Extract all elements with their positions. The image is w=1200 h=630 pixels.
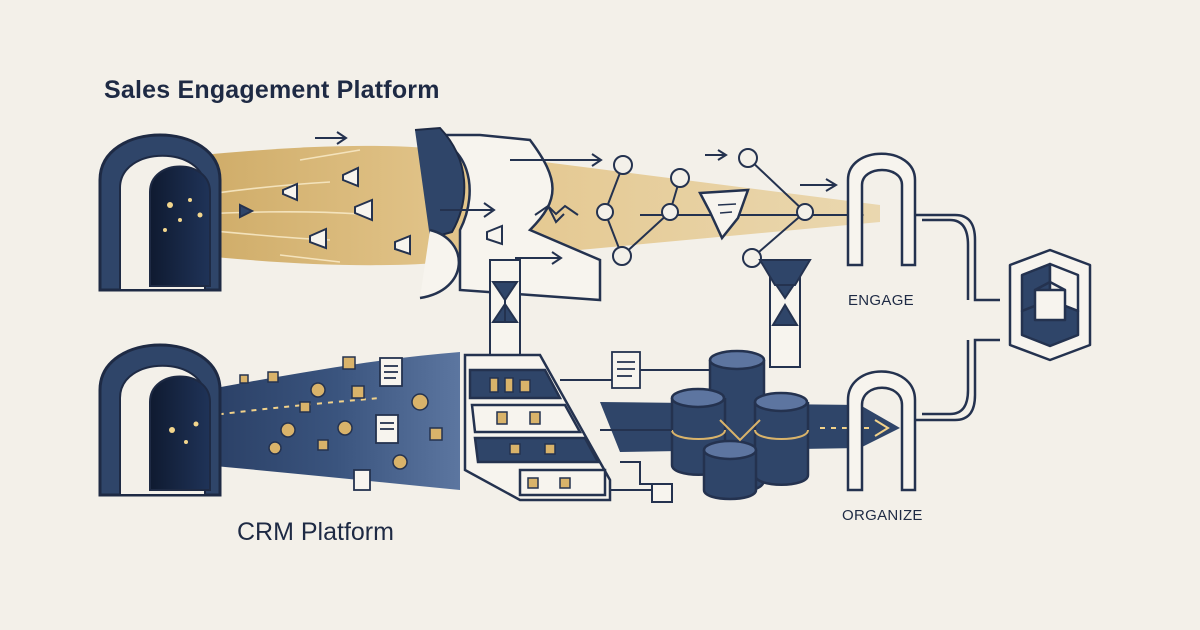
crm-arch-gateway-icon (98, 343, 222, 497)
database-cylinder-icon (670, 349, 810, 501)
data-box-icon (239, 356, 443, 451)
small-crate-icon (651, 483, 673, 503)
handshake-icon (534, 204, 579, 224)
gear-icon (268, 382, 429, 470)
organize-label: ORGANIZE (842, 507, 923, 524)
engage-arch-icon (846, 152, 917, 267)
crm-platform-title: CRM Platform (237, 518, 394, 546)
merge-connectors (915, 213, 1000, 422)
filter-funnel-icon (697, 188, 750, 241)
organize-arch-icon (846, 370, 917, 492)
arch-gateway-icon (98, 133, 222, 292)
hourglass-connector-icon (489, 259, 812, 368)
megaphone-icon (282, 166, 503, 256)
shelving-unit-icon (463, 353, 612, 502)
engage-label: ENGAGE (848, 292, 914, 309)
sales-engagement-title: Sales Engagement Platform (104, 76, 440, 104)
engagement-network-nodes (596, 148, 814, 268)
interlocking-knot-icon (1008, 248, 1092, 362)
